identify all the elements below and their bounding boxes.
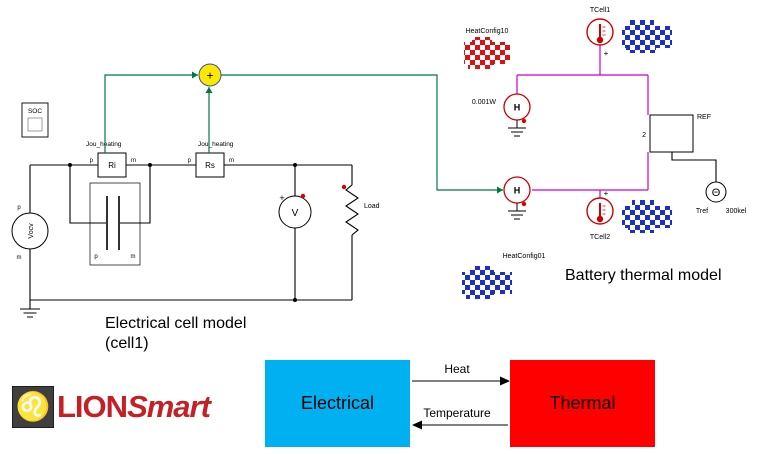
rs-label: Rs [205,161,215,170]
tcell1-label: TCell1 [590,7,610,14]
flow-box-electrical: Electrical [265,360,410,447]
ground-icon [508,120,526,137]
lionsmart-logo: ♌ LION Smart [12,386,211,428]
ground-icon [508,203,526,220]
load-resistor: Load [345,184,380,236]
sum-junction-icon: + [198,63,222,87]
pixel-image-blue-middle [622,200,672,233]
heat-value-label: 0.001W [472,99,497,106]
red-port-dots [300,184,347,199]
jou-heating-label-rs: Jou_heating [198,141,234,148]
rs-pin-p: p [188,158,192,164]
vocv-pin-p: p [17,205,21,211]
lion-emblem-icon: ♌ [12,386,54,428]
ground-icon [20,300,40,318]
ref-label: REF [697,114,711,121]
flow-box-electrical-label: Electrical [300,393,375,413]
voltmeter: V + [278,193,312,229]
logo-text: LION Smart [57,389,211,425]
capacitor-pin-m: m [131,254,136,260]
ri-pin-m: m [131,158,136,164]
tref-label: Tref [696,208,708,215]
tcell2-port-plus: + [604,189,609,198]
ref-block: 2 REF [642,114,711,153]
jou-heating-label-ri: Jou_heating [86,141,122,148]
heat-source-h-label: H [514,186,521,196]
flow-box-thermal-label: Thermal [549,393,616,413]
ri-label: Ri [108,161,116,170]
load-label: Load [364,203,380,210]
thermometer-icon [596,24,606,44]
ri-resistor: Ri p m [90,152,136,178]
electrical-wires [29,152,717,301]
tref-theta-glyph: Θ [712,187,721,199]
thermal-title: Battery thermal model [565,267,722,284]
temperature-arrow-label: Temperature [423,406,491,420]
heat-source-h-label: H [514,103,521,113]
heat-signal-arrowheads [192,71,503,194]
ri-pin-p: p [90,158,94,164]
flow-box-thermal: Thermal [510,360,655,447]
tcell2-sensor: + TCell2 [586,189,614,241]
sum-plus-label: + [206,69,213,83]
voltmeter-plus: + [279,193,284,203]
ref-port-label: 2 [642,132,646,139]
vocv-pin-m: m [17,255,22,261]
battery-thermal-model: TCell1 + + TCell2 [462,7,747,299]
logo-text-lion: LION [57,389,128,424]
heatconfig01-label: HeatConfig01 [503,253,546,260]
rs-pin-m: m [229,158,234,164]
soc-label: SOC [28,108,42,115]
heat-arrowhead-icon [500,376,510,386]
heat-source-lower: H [503,176,531,220]
lion-glyph: ♌ [15,391,51,422]
pixel-image-blue-top [622,20,672,53]
heat-source-upper: 0.001W H [472,93,531,137]
heatconfig01-pixel-image: HeatConfig01 [462,253,546,299]
tref-source: Θ Tref 300kel [696,181,747,215]
tcell2-label: TCell2 [590,234,610,241]
capacitor-pin-p: p [94,254,98,260]
logo-text-smart: Smart [127,389,211,424]
vocv-source: Vocv p m [11,205,49,261]
capacitor-lead-wires [69,165,151,224]
heat-signal-wires [104,74,503,191]
tref-wire [671,152,717,182]
red-port-dot [521,118,527,124]
heatconfig10-label: HeatConfig10 [466,28,509,35]
rs-resistor: Rs p m [188,152,234,178]
tcell1-sensor: TCell1 + [586,7,614,58]
electrical-title-line1: Electrical cell model [105,315,246,332]
heat-arrow-label: Heat [444,362,470,376]
capacitor-plates [106,196,120,250]
tref-value-label: 300kel [726,208,747,215]
electrical-title-line2: (cell1) [105,335,149,352]
node-dots [68,163,297,302]
heatconfig10-pixel-image: HeatConfig10 [464,28,510,69]
voltmeter-label: V [292,208,299,219]
coupling-flow-arrows: Heat Temperature [412,362,510,430]
thermometer-icon [596,203,606,223]
capacitor-element: p m [89,182,141,266]
electrical-cell-model: SOC Vocv p m Ri p m Rs p m [11,63,717,352]
red-port-dot [521,201,527,207]
thermal-wires [516,45,649,198]
tcell1-port-plus: + [604,49,609,58]
soc-glyph-icon [27,117,43,132]
soc-block: SOC [21,102,49,138]
vocv-label: Vocv [28,223,35,239]
temperature-arrowhead-icon [412,420,422,430]
